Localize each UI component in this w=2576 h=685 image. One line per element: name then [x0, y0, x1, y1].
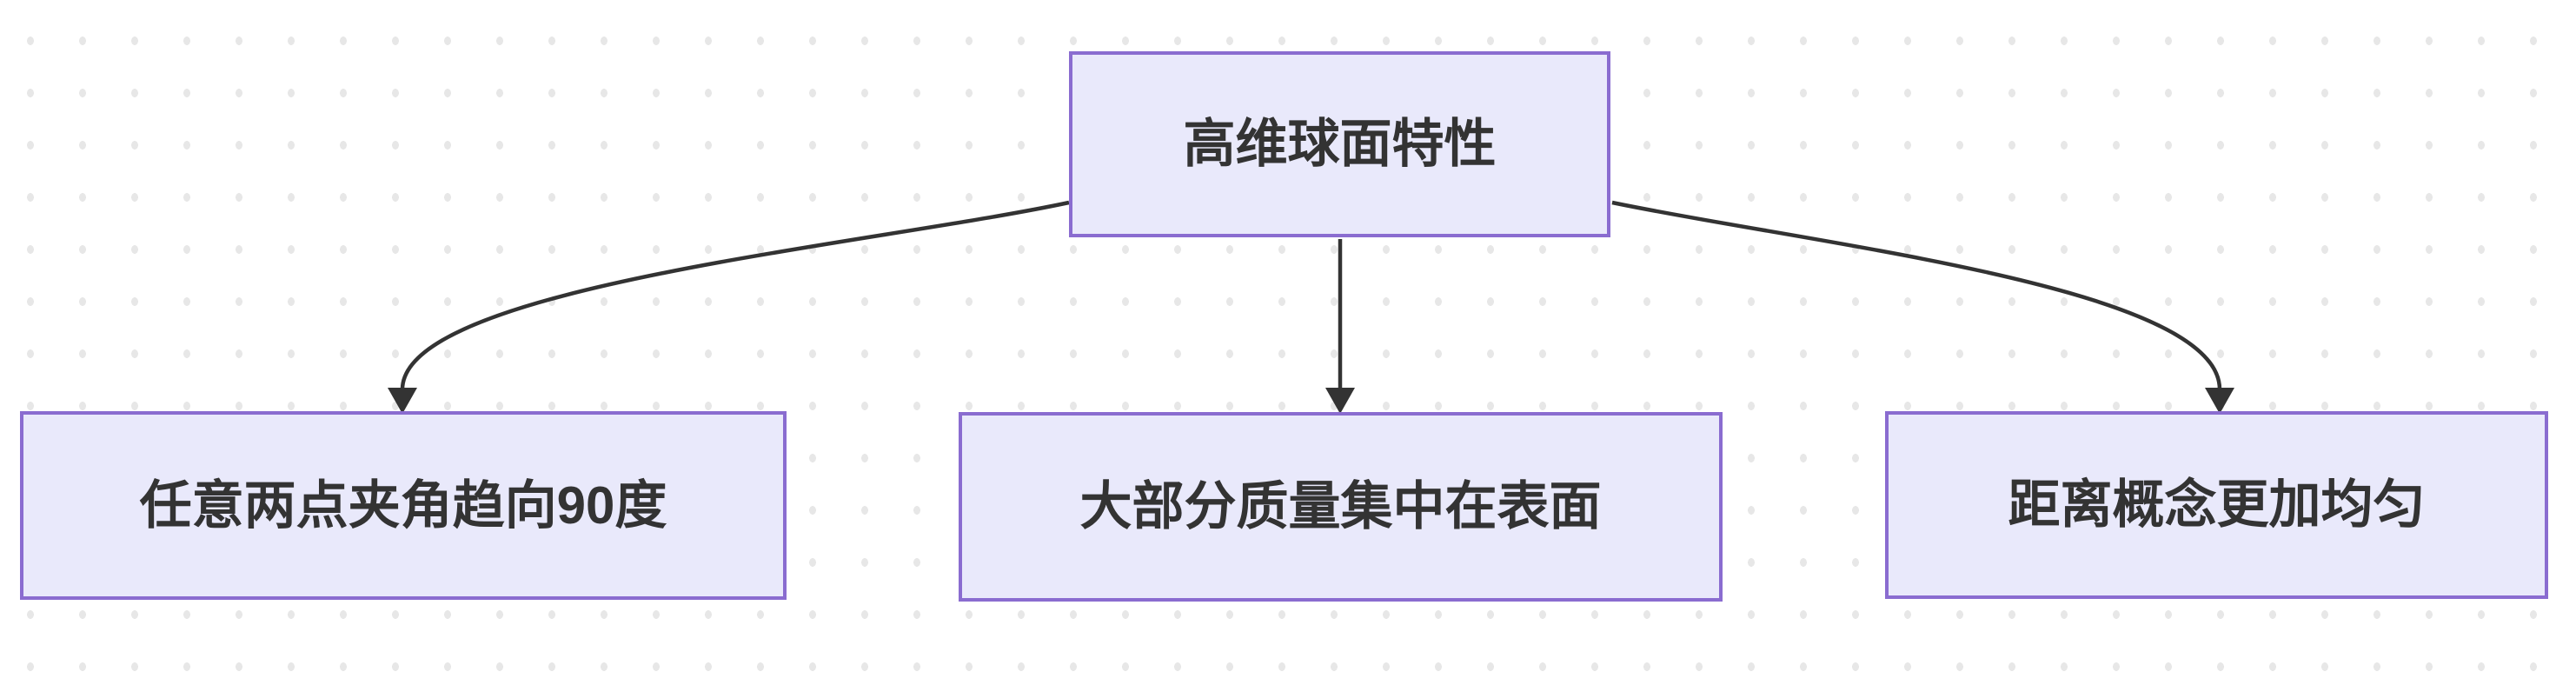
arrowhead-middle-icon [1325, 388, 1355, 414]
node-child-angle: 任意两点夹角趋向90度 [20, 411, 787, 600]
node-child-angle-label: 任意两点夹角趋向90度 [139, 476, 667, 535]
node-root: 高维球面特性 [1069, 51, 1610, 237]
node-root-label: 高维球面特性 [1183, 115, 1497, 173]
edge-root-to-right [1611, 200, 2222, 390]
node-child-mass-label: 大部分质量集中在表面 [1079, 477, 1602, 535]
node-child-distance-label: 距离概念更加均匀 [2008, 476, 2426, 534]
arrowhead-left-icon [388, 388, 417, 414]
arrowhead-right-icon [2205, 388, 2234, 414]
node-child-distance: 距离概念更加均匀 [1885, 411, 2548, 599]
edge-root-to-left [400, 200, 1070, 390]
node-child-mass: 大部分质量集中在表面 [959, 412, 1723, 602]
